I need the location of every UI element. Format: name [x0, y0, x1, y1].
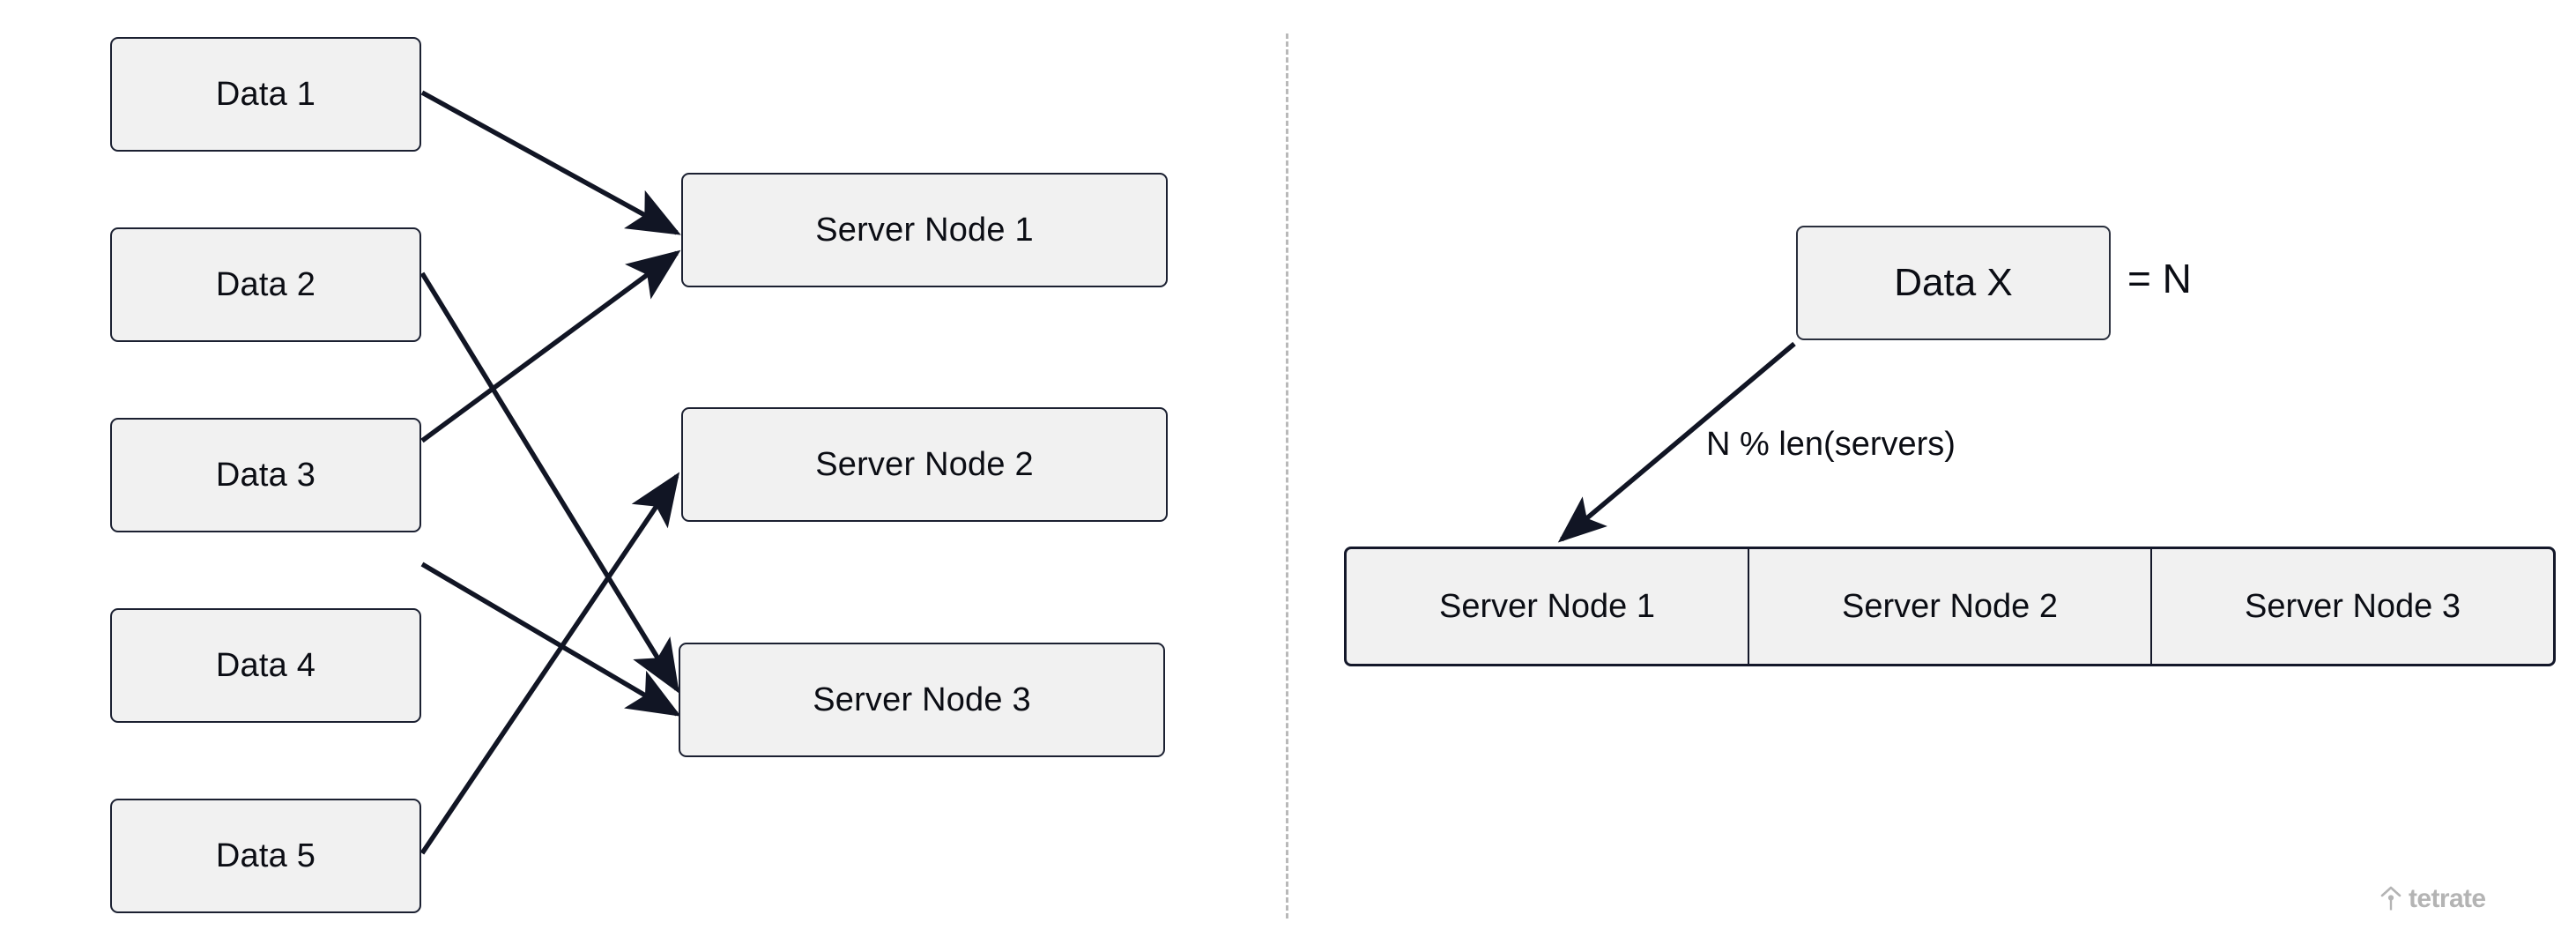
server-node-table: Server Node 1 Server Node 2 Server Node … — [1344, 547, 2556, 666]
server-table-cell-3-label: Server Node 3 — [2244, 587, 2461, 625]
data-node-1[interactable]: Data 1 — [110, 37, 421, 152]
data-node-5-label: Data 5 — [215, 837, 316, 874]
data-node-2-label: Data 2 — [215, 265, 316, 303]
edge-data2-to-server3 — [419, 271, 679, 694]
modulo-edge-label: N % len(servers) — [1706, 426, 1956, 463]
data-node-2[interactable]: Data 2 — [110, 227, 421, 342]
server-table-cell-1[interactable]: Server Node 1 — [1347, 549, 1749, 664]
data-x-label: Data X — [1894, 261, 2013, 304]
server-table-cell-2[interactable]: Server Node 2 — [1749, 549, 2152, 664]
data-node-3[interactable]: Data 3 — [110, 418, 421, 532]
edge-data5-to-server2 — [419, 472, 680, 855]
server-node-3-label: Server Node 3 — [813, 681, 1031, 718]
server-table-cell-1-label: Server Node 1 — [1438, 587, 1655, 625]
panel-divider — [1286, 33, 1288, 919]
server-node-1-label: Server Node 1 — [815, 211, 1034, 249]
tetrate-arrow-icon — [2380, 886, 2402, 911]
server-node-2[interactable]: Server Node 2 — [681, 407, 1168, 522]
edge-data1-to-server1 — [420, 90, 681, 235]
brand-name: tetrate — [2409, 884, 2486, 913]
data-node-4[interactable]: Data 4 — [110, 608, 421, 723]
edge-data3-to-server1 — [420, 249, 681, 443]
edge-data4-to-server3 — [420, 562, 681, 717]
data-node-3-label: Data 3 — [215, 456, 316, 494]
data-x-node[interactable]: Data X — [1796, 226, 2111, 340]
data-node-1-label: Data 1 — [215, 75, 316, 113]
server-table-cell-2-label: Server Node 2 — [1841, 587, 2058, 625]
equals-n-text: = N — [2127, 256, 2192, 301]
server-table-cell-3[interactable]: Server Node 3 — [2152, 549, 2553, 664]
server-node-1[interactable]: Server Node 1 — [681, 173, 1168, 287]
data-node-4-label: Data 4 — [215, 646, 316, 684]
data-node-5[interactable]: Data 5 — [110, 799, 421, 913]
server-node-3[interactable]: Server Node 3 — [679, 643, 1165, 757]
brand-logo: tetrate — [2379, 886, 2486, 912]
server-node-2-label: Server Node 2 — [815, 445, 1034, 483]
